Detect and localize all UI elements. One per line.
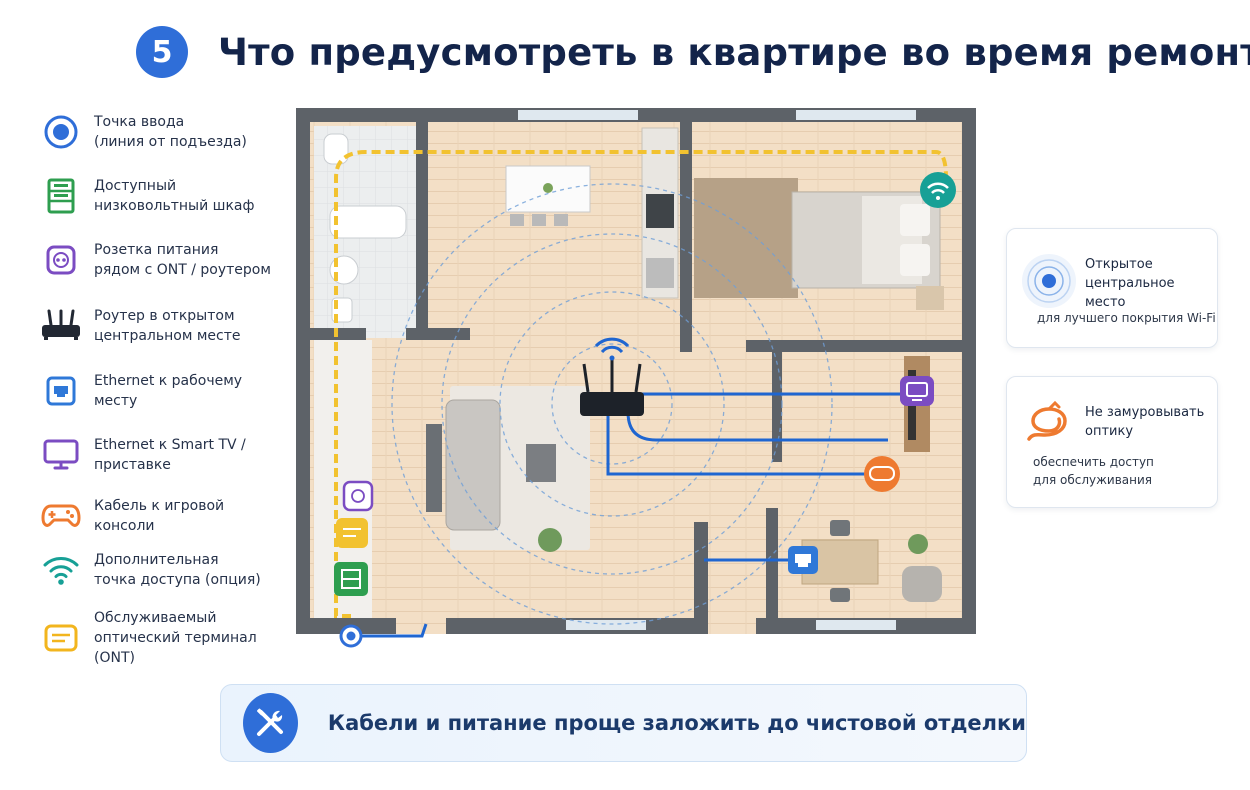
console-marker xyxy=(864,456,900,492)
legend-label: Ethernet к рабочему месту xyxy=(94,373,243,409)
legend-label: Роутер в открытом центральном месте xyxy=(94,308,241,344)
socket-marker xyxy=(342,480,374,512)
fiber-line xyxy=(334,150,948,618)
step-badge: 5 xyxy=(136,26,188,78)
legend-item-cabinet: Доступный низковольтный шкаф xyxy=(38,176,289,216)
floor-plan xyxy=(296,108,976,648)
legend-item-console: Кабель к игровой консоли xyxy=(38,496,289,536)
bedroom-furniture xyxy=(694,178,944,310)
legend-item-access-point: Дополнительная точка доступа (опция) xyxy=(38,550,289,590)
card-fiber: Не замуровывать оптику обеспечить доступ… xyxy=(1006,376,1218,508)
entry-point-icon xyxy=(38,112,84,152)
card-title: Не замуровывать оптику xyxy=(1085,405,1205,439)
legend-item-entry-point: Точка ввода (линия от подъезда) xyxy=(38,112,289,152)
ethernet-lines xyxy=(351,392,908,638)
windows xyxy=(518,110,916,630)
wifi-icon xyxy=(38,550,84,590)
power-socket-icon xyxy=(38,240,84,280)
ont-marker xyxy=(336,518,368,548)
card-central-place: Открытое центральное место для лучшего п… xyxy=(1006,228,1218,348)
legend-label: Дополнительная точка доступа (опция) xyxy=(94,552,261,588)
header: 5 Что предусмотреть в квартире во время … xyxy=(136,26,1250,78)
cabinet-marker xyxy=(334,562,368,596)
tv-icon xyxy=(38,435,84,475)
card-subtitle: обеспечить доступ для обслуживания xyxy=(1033,455,1154,487)
legend-label: Ethernet к Smart TV / приставке xyxy=(94,437,246,473)
legend-label: Кабель к игровой консоли xyxy=(94,498,225,534)
bottom-banner: Кабели и питание проще заложить до чисто… xyxy=(220,684,1027,762)
legend-item-ont: Обслуживаемый оптический терминал (ONT) xyxy=(38,608,289,668)
card-title: Открытое центральное место xyxy=(1085,257,1175,310)
legend-item-router: Роутер в открытом центральном месте xyxy=(38,306,289,346)
router-marker xyxy=(580,337,644,416)
banner-text: Кабели и питание проще заложить до чисто… xyxy=(327,711,1026,735)
wifi-coverage xyxy=(391,183,833,625)
living-room-furniture xyxy=(426,399,562,552)
low-voltage-cabinet-icon xyxy=(38,176,84,216)
tv-marker xyxy=(900,376,934,406)
legend-item-tv: Ethernet к Smart TV / приставке xyxy=(38,435,289,475)
legend-label: Розетка питания рядом с ONT / роутером xyxy=(94,242,271,278)
kitchen-furniture xyxy=(505,127,679,299)
page-title: Что предусмотреть в квартире во время ре… xyxy=(218,30,1250,74)
ethernet-port-icon xyxy=(38,371,84,411)
legend-item-socket: Розетка питания рядом с ONT / роутером xyxy=(38,240,289,280)
legend-label: Доступный низковольтный шкаф xyxy=(94,178,255,214)
legend-label: Точка ввода (линия от подъезда) xyxy=(94,114,247,150)
legend-item-ethernet: Ethernet к рабочему месту xyxy=(38,371,289,411)
access-point-marker xyxy=(920,172,956,208)
ont-terminal-icon xyxy=(38,618,84,658)
tools-icon xyxy=(243,693,298,753)
card-subtitle: для лучшего покрытия Wi-Fi xyxy=(1037,311,1216,325)
router-icon xyxy=(38,306,84,346)
legend-label: Обслуживаемый оптический терминал (ONT) xyxy=(94,610,257,666)
ethernet-marker xyxy=(788,546,818,574)
gamepad-icon xyxy=(38,496,84,536)
entry-point-marker xyxy=(339,624,363,648)
signal-center-icon xyxy=(1021,253,1077,313)
fiber-coil-icon xyxy=(1023,399,1073,449)
